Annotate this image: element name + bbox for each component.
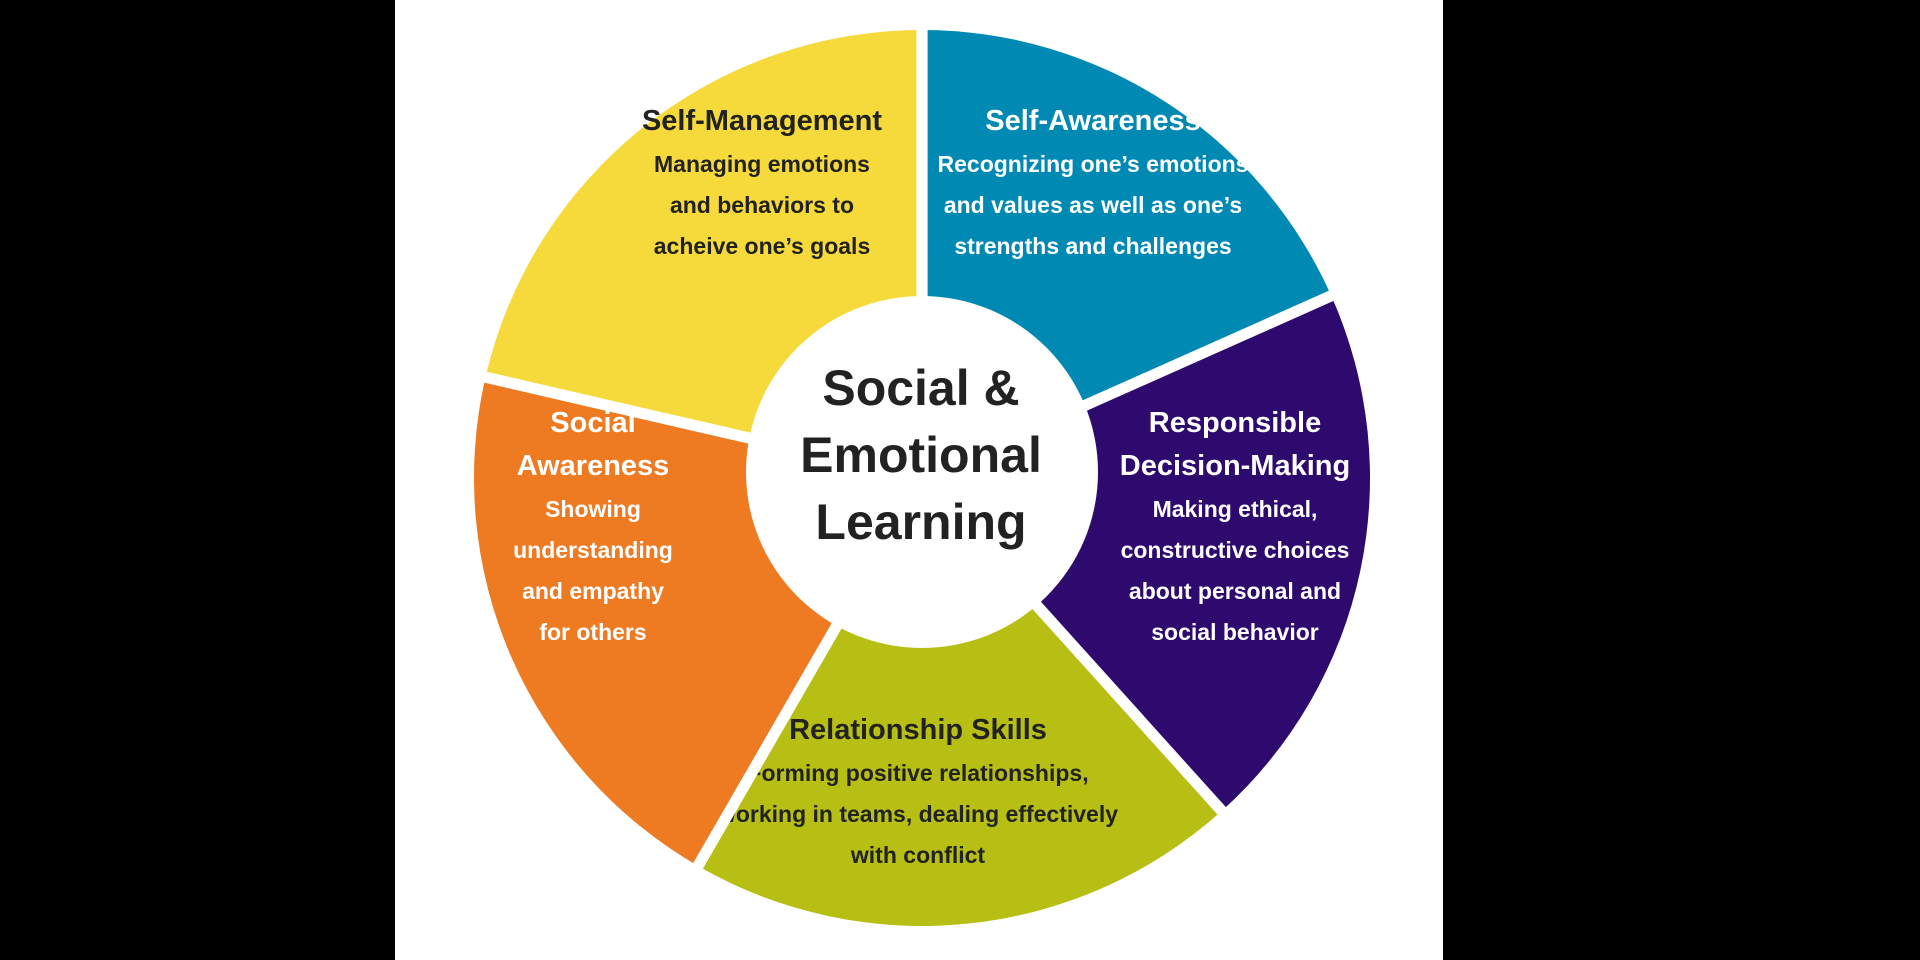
segment-description-responsible-decision-making: constructive choices bbox=[1121, 537, 1350, 563]
segment-description-responsible-decision-making: social behavior bbox=[1151, 619, 1319, 645]
segment-description-social-awareness: understanding bbox=[513, 537, 673, 563]
segment-description-relationship-skills: Forming positive relationships, bbox=[747, 760, 1088, 786]
center-title-line: Social & bbox=[822, 360, 1019, 416]
segment-description-self-management: and behaviors to bbox=[670, 192, 854, 218]
segment-description-responsible-decision-making: Making ethical, bbox=[1153, 496, 1318, 522]
center-title-line: Emotional bbox=[800, 427, 1042, 483]
segment-description-self-awareness: and values as well as one’s bbox=[944, 192, 1242, 218]
segment-description-self-management: Managing emotions bbox=[654, 151, 870, 177]
segment-description-social-awareness: for others bbox=[539, 619, 646, 645]
segment-description-relationship-skills: working in teams, dealing effectively bbox=[717, 801, 1118, 827]
segment-title-social-awareness: Awareness bbox=[517, 450, 670, 482]
segment-title-self-awareness: Self-Awareness bbox=[985, 105, 1200, 137]
segment-title-relationship-skills: Relationship Skills bbox=[789, 714, 1047, 746]
segment-shape-responsible-decision-making bbox=[922, 295, 1370, 811]
segment-description-self-awareness: strengths and challenges bbox=[954, 233, 1231, 259]
segment-title-self-management: Self-Management bbox=[642, 105, 882, 137]
segment-description-responsible-decision-making: about personal and bbox=[1129, 578, 1341, 604]
segment-title-responsible-decision-making: Decision-Making bbox=[1120, 450, 1350, 482]
segment-description-self-management: acheive one’s goals bbox=[654, 233, 870, 259]
segment-description-relationship-skills: with conflict bbox=[850, 842, 986, 868]
segment-description-self-awareness: Recognizing one’s emotions bbox=[938, 151, 1249, 177]
center-circle bbox=[746, 296, 1098, 648]
segment-description-social-awareness: and empathy bbox=[522, 578, 664, 604]
center-title-line: Learning bbox=[815, 494, 1026, 550]
segment-description-social-awareness: Showing bbox=[545, 496, 641, 522]
segment-title-responsible-decision-making: Responsible bbox=[1149, 407, 1321, 439]
segment-shape-relationship-skills bbox=[698, 478, 1222, 927]
